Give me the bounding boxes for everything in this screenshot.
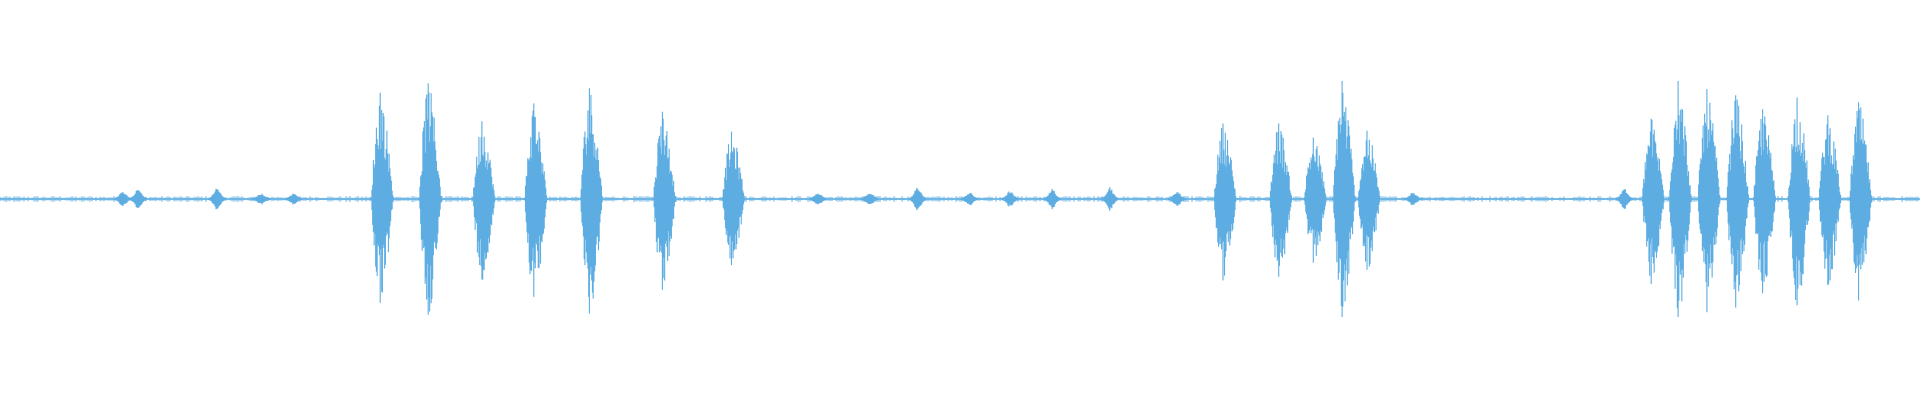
waveform-burst [1726, 95, 1749, 308]
waveform-burst [418, 83, 442, 315]
waveform-burst [1849, 102, 1872, 301]
waveform-blip [1615, 189, 1633, 209]
waveform-blip [252, 193, 270, 205]
waveform-burst [1697, 89, 1721, 313]
waveform-blip [909, 187, 927, 211]
waveform-burst [1213, 123, 1237, 281]
waveform-blip [861, 193, 879, 205]
waveform-blip [129, 190, 147, 208]
waveform-blip [809, 193, 827, 205]
waveform-marks [0, 81, 1919, 317]
waveform-burst [472, 121, 496, 280]
waveform-burst [1641, 118, 1665, 284]
waveform-blip [1043, 188, 1061, 210]
waveform-burst [579, 88, 603, 314]
waveform-burst [524, 103, 548, 297]
waveform-burst [1332, 81, 1356, 317]
waveform-burst [1818, 115, 1842, 286]
waveform-blip [114, 191, 132, 207]
waveform-blip [208, 188, 226, 210]
waveform-blip [1168, 192, 1186, 206]
waveform-burst [370, 92, 394, 303]
waveform-burst [1303, 137, 1327, 263]
waveform-blip [1001, 191, 1019, 207]
waveform-blip [1404, 192, 1422, 206]
waveform-burst [1753, 109, 1776, 294]
waveform-blip [961, 193, 979, 205]
waveform-burst [1269, 123, 1293, 277]
waveform-burst [1668, 81, 1692, 317]
waveform-burst [721, 131, 745, 266]
waveform-burst [1787, 97, 1811, 306]
waveform-burst [652, 111, 676, 290]
waveform-blip [1101, 187, 1119, 211]
waveform-burst [1357, 130, 1381, 270]
waveform-blip [285, 193, 303, 205]
